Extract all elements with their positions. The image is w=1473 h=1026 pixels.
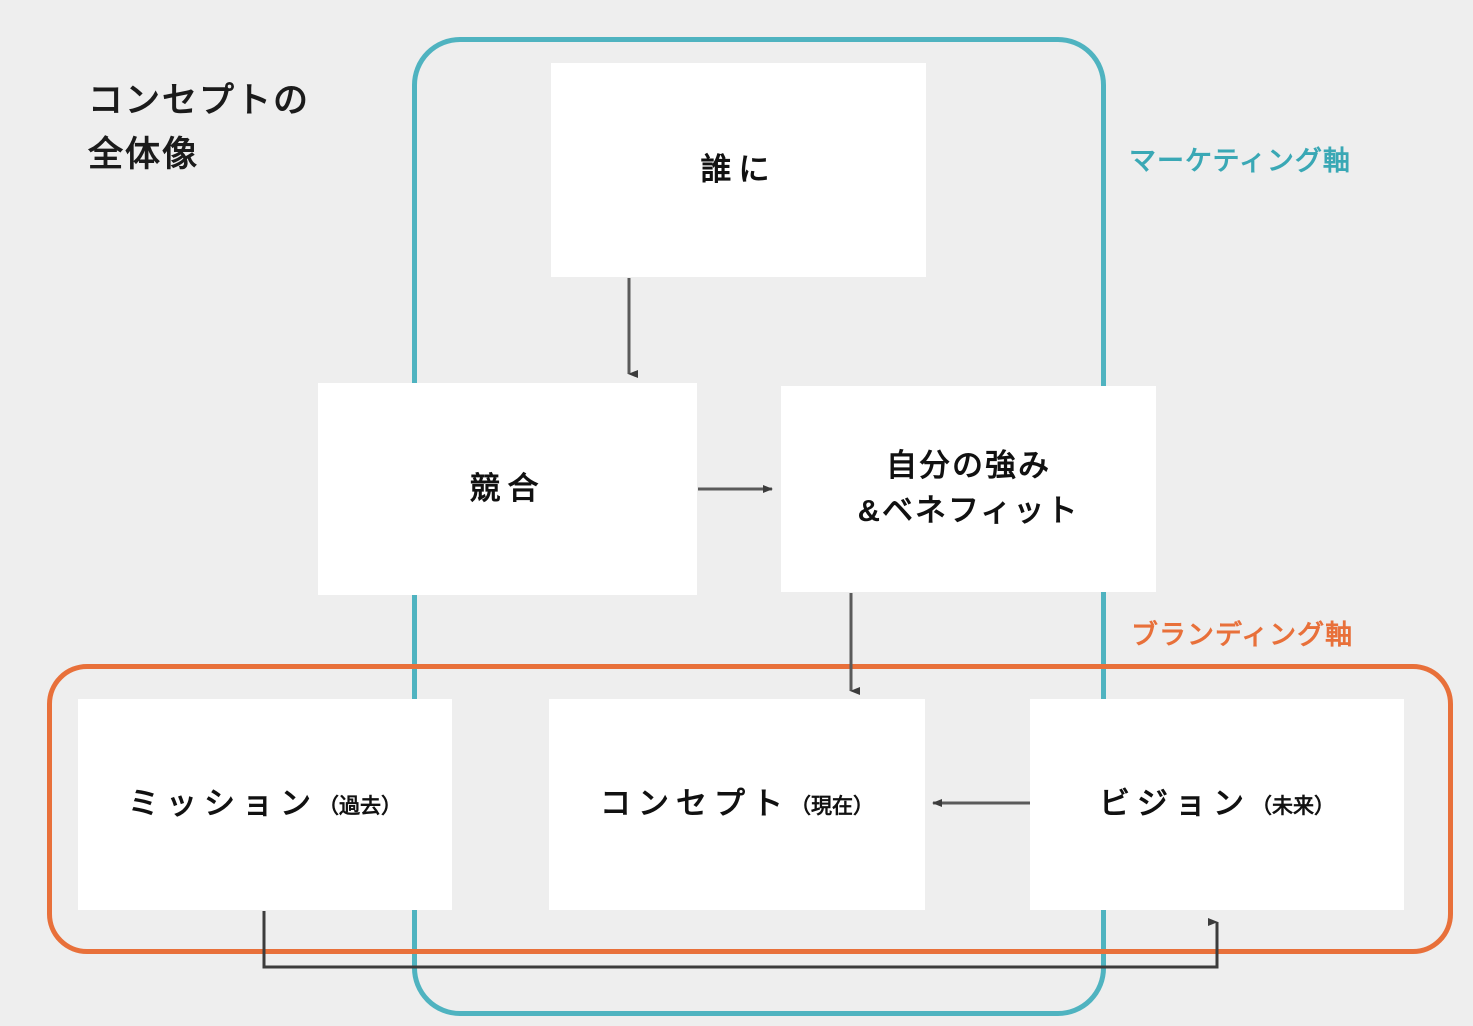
box-competitor[interactable]: 競合 (318, 383, 697, 595)
box-concept-sublabel: （現在） (790, 794, 874, 818)
box-concept[interactable]: コンセプト（現在） (549, 699, 925, 910)
box-strength-benefit-label: 自分の強み &ベネフィット (857, 448, 1080, 528)
box-who[interactable]: 誰に (551, 63, 926, 277)
box-mission[interactable]: ミッション（過去） (78, 699, 452, 910)
box-mission-label: ミッション (128, 786, 318, 822)
page-title: コンセプトの 全体像 (88, 81, 311, 175)
box-vision-sublabel: （未来） (1251, 794, 1335, 818)
box-strength-benefit[interactable]: 自分の強み &ベネフィット (781, 386, 1156, 592)
box-vision[interactable]: ビジョン（未来） (1030, 699, 1404, 910)
box-competitor-label: 競合 (469, 470, 546, 506)
box-mission-sublabel: （過去） (318, 794, 402, 818)
box-who-label: 誰に (700, 151, 777, 187)
box-vision-label: ビジョン (1099, 786, 1251, 822)
box-concept-label: コンセプト (600, 786, 790, 822)
marketing-axis-label: マーケティング軸 (1129, 146, 1351, 176)
branding-axis-label: ブランディング軸 (1131, 620, 1354, 650)
